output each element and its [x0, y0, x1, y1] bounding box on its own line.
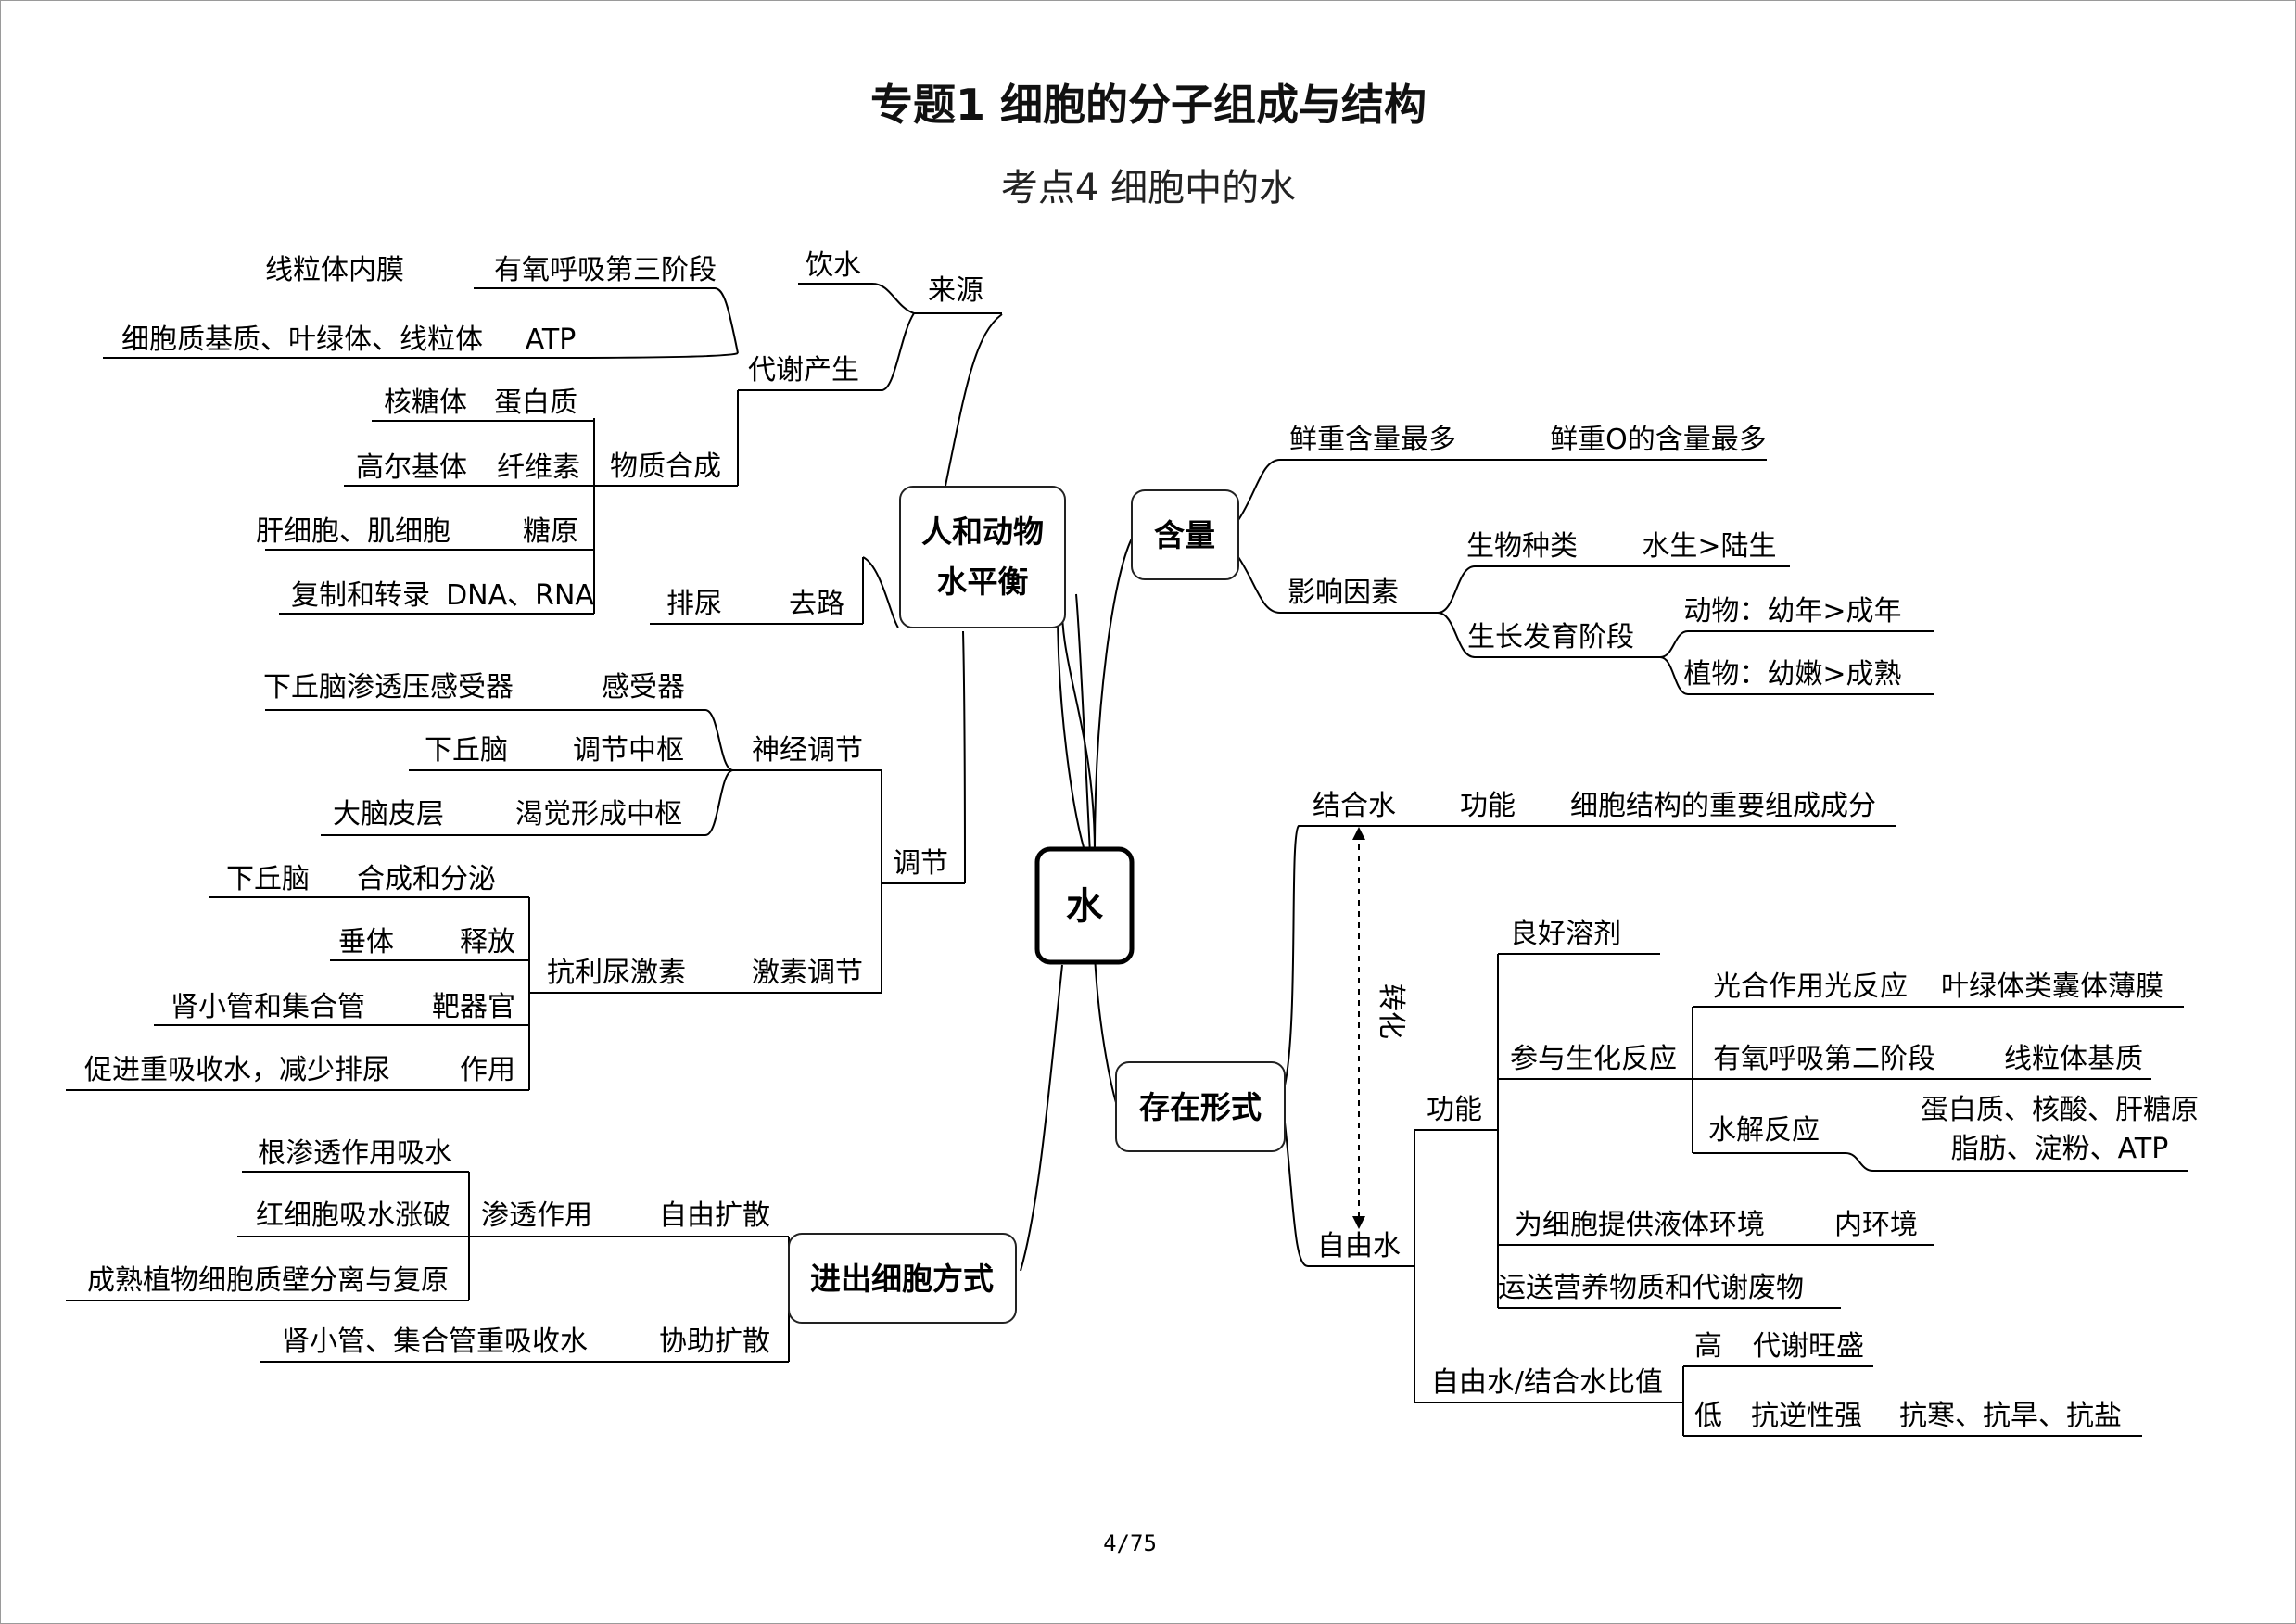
- synthesis-item-product: 纤维素: [497, 451, 580, 484]
- reaction-label: 参与生化反应: [1510, 1043, 1677, 1075]
- osmosis-example: 根渗透作用吸水: [258, 1137, 452, 1170]
- convert-label: 转化: [1375, 983, 1407, 1039]
- osmosis-example: 成熟植物细胞质壁分离与复原: [87, 1264, 449, 1297]
- bound-func: 细胞结构的重要组成成分: [1570, 790, 1876, 822]
- node-water-balance: 人和动物 水平衡: [899, 486, 1066, 628]
- node-forms: 存在形式: [1115, 1061, 1286, 1152]
- transport-label: 进出细胞方式: [810, 1261, 994, 1297]
- forms-branch: 结合水 功能 细胞结构的重要组成成分 自由水 转化 功能 良好溶剂 参与生化反应…: [1313, 790, 2199, 1432]
- reaction-item-b: 叶绿体类囊体薄膜: [1941, 971, 2163, 1003]
- osmosis-example: 红细胞吸水涨破: [256, 1199, 450, 1232]
- metabolic-item-process: ATP: [526, 324, 577, 356]
- neural-item-a: 下丘脑: [425, 734, 508, 767]
- neural-item-a: 下丘脑渗透压感受器: [263, 671, 514, 704]
- synthesis-label: 物质合成: [610, 450, 721, 483]
- free-water-label: 自由水: [1317, 1230, 1401, 1262]
- content-branch: 鲜重含量最多 鲜重O的含量最多 影响因素 生物种类 水生>陆生 生长发育阶段 动…: [1288, 424, 1902, 691]
- stage-label: 生长发育阶段: [1467, 621, 1634, 653]
- synthesis-item-place: 核糖体: [384, 387, 467, 419]
- reaction-item-a: 有氧呼吸第二阶段: [1713, 1043, 1935, 1075]
- hormonal-item-a: 肾小管和集合管: [171, 991, 365, 1023]
- hormonal-item-b: 释放: [460, 926, 515, 958]
- content-label: 含量: [1154, 517, 1215, 553]
- metabolic-item-process: 有氧呼吸第三阶段: [494, 254, 717, 286]
- page-number: 4/75: [1103, 1530, 1157, 1556]
- reaction-item-b2: 脂肪、淀粉、ATP: [1951, 1133, 2169, 1165]
- neural-label: 神经调节: [752, 734, 863, 767]
- solvent-label: 良好溶剂: [1510, 918, 1621, 950]
- synthesis-item-product: 糖原: [523, 515, 578, 548]
- drink-label: 饮水: [806, 249, 861, 282]
- forms-label: 存在形式: [1139, 1089, 1262, 1125]
- most-label: 鲜重含量最多: [1289, 424, 1456, 456]
- synthesis-item-place: 肝细胞、肌细胞: [256, 515, 450, 548]
- ratio-high-effect: 代谢旺盛: [1753, 1330, 1864, 1363]
- regulation-branch: 调节 神经调节 下丘脑渗透压感受器 感受器 下丘脑 调节中枢 大脑皮层 渴觉形成…: [84, 671, 948, 1086]
- reaction-item-b1: 蛋白质、核酸、肝糖原: [1921, 1094, 2199, 1126]
- facilitated-example: 肾小管、集合管重吸收水: [282, 1326, 588, 1358]
- reaction-item-a: 光合作用光反应: [1713, 971, 1908, 1003]
- ratio-high-level: 高: [1694, 1330, 1722, 1363]
- neural-item-a: 大脑皮层: [333, 798, 444, 831]
- center-label: 水: [1066, 885, 1104, 928]
- bound-func-label: 功能: [1460, 790, 1516, 822]
- hormonal-item-b: 合成和分泌: [357, 863, 496, 895]
- hormonal-item-a: 下丘脑: [226, 863, 310, 895]
- node-content: 含量: [1131, 489, 1239, 580]
- neural-item-b: 调节中枢: [573, 734, 684, 767]
- environment-value: 内环境: [1834, 1209, 1918, 1241]
- environment-label: 为细胞提供液体环境: [1515, 1209, 1765, 1241]
- factors-label: 影响因素: [1288, 577, 1399, 609]
- synthesis-item-place: 高尔基体: [356, 451, 467, 484]
- hormonal-item-a: 促进重吸收水，减少排尿: [84, 1054, 390, 1086]
- facilitated-label: 协助扩散: [659, 1326, 770, 1358]
- stage-plant: 植物：幼嫩>成熟: [1683, 658, 1901, 691]
- water-balance-label-line1: 人和动物: [921, 514, 1044, 550]
- node-transport: 进出细胞方式: [788, 1233, 1017, 1324]
- page-subtitle: 考点4 细胞中的水: [1001, 167, 1296, 209]
- connectors: [66, 283, 2188, 1437]
- outlet-item: 排尿: [666, 588, 722, 620]
- neural-item-b: 感受器: [602, 671, 685, 704]
- free-diffusion-label: 自由扩散: [659, 1199, 770, 1232]
- outlet-label: 去路: [789, 588, 844, 620]
- outlet-branch: 去路 排尿: [666, 588, 844, 620]
- bound-water-label: 结合水: [1313, 790, 1396, 822]
- ratio-low-effect: 抗逆性强: [1751, 1400, 1862, 1432]
- transport-branch: 自由扩散 渗透作用 根渗透作用吸水 红细胞吸水涨破 成熟植物细胞质壁分离与复原 …: [87, 1137, 770, 1358]
- synthesis-item-product: 蛋白质: [494, 387, 577, 419]
- neural-item-b: 渴觉形成中枢: [515, 798, 682, 831]
- ratio-label: 自由水/结合水比值: [1431, 1366, 1663, 1399]
- transport-label: 运送营养物质和代谢废物: [1498, 1272, 1804, 1304]
- hormone-label: 抗利尿激素: [547, 957, 686, 989]
- hormonal-label: 激素调节: [752, 957, 863, 989]
- hormonal-item-b: 作用: [460, 1054, 515, 1086]
- metabolic-label: 代谢产生: [748, 354, 859, 387]
- species-value: 水生>陆生: [1642, 530, 1776, 563]
- synthesis-item-place: 复制和转录: [291, 579, 430, 612]
- page-title: 专题1 细胞的分子组成与结构: [870, 80, 1427, 130]
- reaction-item-b: 线粒体基质: [2004, 1043, 2143, 1075]
- species-label: 生物种类: [1466, 530, 1578, 563]
- osmosis-label: 渗透作用: [481, 1199, 592, 1232]
- hormonal-item-b: 靶器官: [432, 991, 515, 1023]
- source-branch: 来源 饮水 代谢产生 线粒体内膜 有氧呼吸第三阶段 细胞质基质、叶绿体、线粒体 …: [121, 249, 983, 612]
- reaction-item-a: 水解反应: [1708, 1114, 1820, 1147]
- free-function-label: 功能: [1427, 1094, 1482, 1126]
- center-node: 水: [1034, 846, 1135, 965]
- hormonal-item-a: 垂体: [338, 926, 394, 958]
- ratio-low-level: 低: [1694, 1400, 1722, 1432]
- most-note: 鲜重O的含量最多: [1550, 424, 1767, 456]
- ratio-low-examples: 抗寒、抗旱、抗盐: [1899, 1400, 2122, 1432]
- stage-animal: 动物：幼年>成年: [1683, 595, 1901, 628]
- water-balance-label-line2: 水平衡: [937, 564, 1029, 600]
- source-label: 来源: [928, 274, 983, 307]
- synthesis-item-product: DNA、RNA: [446, 579, 594, 612]
- regulation-label: 调节: [893, 847, 948, 880]
- metabolic-item-place: 线粒体内膜: [265, 254, 404, 286]
- metabolic-item-place: 细胞质基质、叶绿体、线粒体: [121, 324, 483, 356]
